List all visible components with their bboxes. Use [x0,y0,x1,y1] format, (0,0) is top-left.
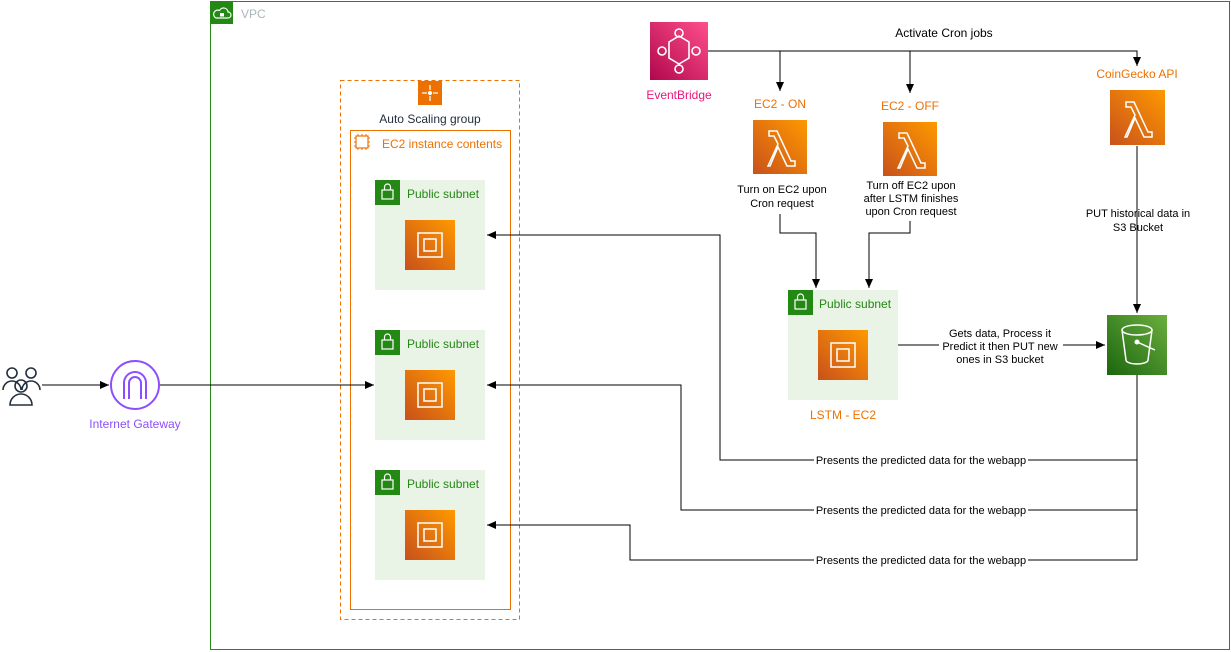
lock-icon [381,473,394,490]
lstm-note-3: ones in S3 bucket [956,354,1043,366]
lstm-note-1: Gets data, Process it [949,328,1051,340]
lambda-icon [753,120,807,174]
arrow-s3-to-subnet-1 [487,231,1138,461]
lambda-ec2-on-title: EC2 - ON [754,97,806,111]
lambda-icon [1110,90,1165,145]
ec2-instance-icon [818,330,868,380]
lambda-coingecko: CoinGecko API PUT historical data in S3 … [1086,67,1190,234]
lock-icon [794,293,807,310]
ec2-instance-icon [405,220,455,270]
auto-scaling-group: Auto Scaling group [340,80,520,620]
users-icon [2,367,41,406]
ec2-instance-icon [405,510,455,560]
s3-bucket [1107,315,1167,375]
lambda-ec2-off: EC2 - OFF Turn off EC2 upon after LSTM f… [864,99,959,218]
internet-gateway: Internet Gateway [89,360,181,431]
eventbridge: EventBridge [646,22,712,102]
lstm-subnet-label: Public subnet [819,297,892,311]
arrow-ec2-on-to-lstm [779,214,820,288]
auto-scaling-icon [422,85,438,101]
public-subnet-2: Public subnet [375,330,485,440]
lambda-ec2-off-note-3: upon Cron request [865,206,956,218]
lock-icon [381,333,394,350]
public-subnet-1: Public subnet [375,180,485,290]
lambda-coingecko-note-2: S3 Bucket [1113,222,1163,234]
lstm-subnet: Public subnet LSTM - EC2 [788,290,898,422]
internet-gateway-label: Internet Gateway [89,417,180,431]
lambda-ec2-on: EC2 - ON Turn on EC2 upon Cron request [737,97,826,210]
cloud-lock-icon [213,7,232,19]
edge-labels: Activate Cron jobs Gets data, Process it… [814,26,1063,567]
present-label-2: Presents the predicted data for the weba… [816,505,1026,517]
vpc-label: VPC [241,7,266,21]
lstm-note-2: Predict it then PUT new [942,341,1057,353]
public-subnet-label: Public subnet [407,187,480,201]
auto-scaling-group-label: Auto Scaling group [379,112,481,126]
present-label-1: Presents the predicted data for the weba… [816,455,1026,467]
lambda-ec2-on-note-2: Cron request [750,198,814,210]
activate-cron-label: Activate Cron jobs [895,26,992,40]
eventbridge-label: EventBridge [646,88,712,102]
lambda-ec2-off-note-1: Turn off EC2 upon [866,180,955,192]
lambda-ec2-on-note-1: Turn on EC2 upon [737,184,826,196]
present-label-3: Presents the predicted data for the weba… [816,555,1026,567]
lambda-ec2-off-title: EC2 - OFF [881,99,939,113]
lambda-ec2-off-note-2: after LSTM finishes [864,193,959,205]
arrow-s3-to-subnet-2 [487,381,1138,511]
public-subnet-label: Public subnet [407,337,480,351]
ec2-instance-contents-label: EC2 instance contents [382,137,502,151]
vpc-container: VPC [210,1,1230,650]
chip-icon [354,134,370,150]
lambda-coingecko-note-1: PUT historical data in [1086,208,1190,220]
public-subnet-label: Public subnet [407,477,480,491]
lstm-title: LSTM - EC2 [810,408,876,422]
ec2-instance-contents: EC2 instance contents [350,130,511,610]
arrow-s3-to-subnet-3 [487,510,1138,561]
arrow-eventbridge-to-coingecko [708,50,1141,66]
lock-icon [381,183,394,200]
eventbridge-icon [650,22,708,80]
arrow-ec2-off-to-lstm [865,221,911,288]
lambda-icon [883,122,937,176]
connectors [42,50,1141,561]
lambda-coingecko-title: CoinGecko API [1096,67,1177,81]
s3-bucket-icon [1107,315,1167,375]
ec2-instance-icon [405,370,455,420]
internet-gateway-icon [110,360,160,410]
public-subnet-3: Public subnet [375,470,485,580]
